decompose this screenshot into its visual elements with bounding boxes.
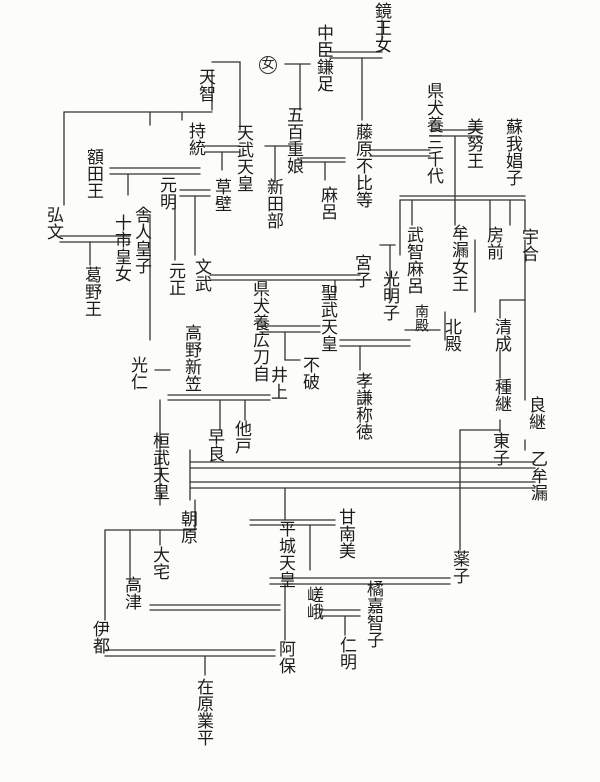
person-gensho: 元正 [165, 262, 185, 296]
female-mark: 女 [259, 56, 277, 74]
person-miyako: 宮子 [351, 254, 371, 288]
person-toneri: 舎人皇子 [131, 206, 151, 274]
person-nimmyo: 仁明 [336, 636, 356, 670]
person-sawara: 早良 [204, 428, 224, 462]
person-tenchi: 天智 [195, 68, 215, 102]
person-komyo: 光明子 [379, 270, 399, 321]
person-yoshitsugu: 良継 [525, 396, 545, 430]
person-kanabi: 甘南美 [335, 508, 355, 559]
person-tachibana: 橘嘉智子 [363, 580, 383, 648]
person-hokke: 北殿 [441, 318, 461, 352]
person-nuka: 額田王 [83, 148, 103, 199]
person-takechi: 武智麻呂 [403, 226, 423, 294]
person-fuwa: 不破 [299, 356, 319, 390]
person-umakai: 宇合 [518, 228, 538, 262]
person-otomuro: 乙牟漏 [527, 450, 547, 501]
person-asahara: 朝原 [177, 510, 197, 544]
person-inoue: 井上 [267, 366, 287, 400]
person-kazurano: 葛野王 [81, 266, 101, 317]
person-temmu: 天武天皇 [233, 124, 253, 192]
person-iyo: 伊都 [89, 620, 109, 654]
person-koken: 孝謙称徳 [352, 372, 372, 440]
person-kobun: 弘文 [43, 206, 63, 240]
person-fusasaki: 房前 [483, 226, 503, 260]
person-nangi: 南殿 [413, 304, 429, 332]
person-heizei: 平城天皇 [275, 520, 295, 588]
person-jito: 持統 [185, 122, 205, 156]
person-niitabe: 新田部 [263, 178, 283, 229]
person-mino: 美努王 [463, 118, 483, 169]
person-genmei: 元明 [156, 176, 176, 210]
person-ote: 大宅 [149, 546, 169, 580]
person-tanetsugu: 種継 [491, 378, 511, 412]
person-kagami: 鏡王女 [371, 2, 391, 53]
person-kusuko: 薬子 [449, 550, 469, 584]
person-takano: 高野新笠 [181, 324, 201, 392]
person-toichi: 十市皇女 [111, 214, 131, 282]
person-abo: 阿保 [275, 640, 295, 674]
person-shomu: 聖武天皇 [317, 284, 337, 352]
person-ioe: 五百重娘 [283, 106, 303, 174]
person-muro: 牟漏女王 [448, 224, 468, 292]
person-monmu: 文武 [191, 258, 211, 292]
person-kammu: 桓武天皇 [149, 432, 169, 500]
person-maro: 麻呂 [317, 186, 337, 220]
person-kamatari: 中臣鎌足 [313, 24, 333, 92]
person-narihira: 在原業平 [193, 678, 213, 746]
person-kusakabe: 草壁 [211, 178, 231, 212]
person-hayabusa: 他戸 [231, 420, 251, 454]
person-saga: 嵯峨 [303, 586, 323, 620]
person-takatsu: 高津 [121, 576, 141, 610]
person-hirotoji: 県犬養広刀自 [249, 280, 269, 382]
person-fuhito: 藤原不比等 [352, 123, 372, 208]
person-soga: 蘇我娼子 [502, 118, 522, 186]
person-kiyonari: 清成 [491, 318, 511, 352]
person-konin: 光仁 [127, 356, 147, 390]
person-azumamaro: 東子 [489, 432, 509, 466]
person-michiyo: 県犬養三千代 [423, 82, 443, 184]
